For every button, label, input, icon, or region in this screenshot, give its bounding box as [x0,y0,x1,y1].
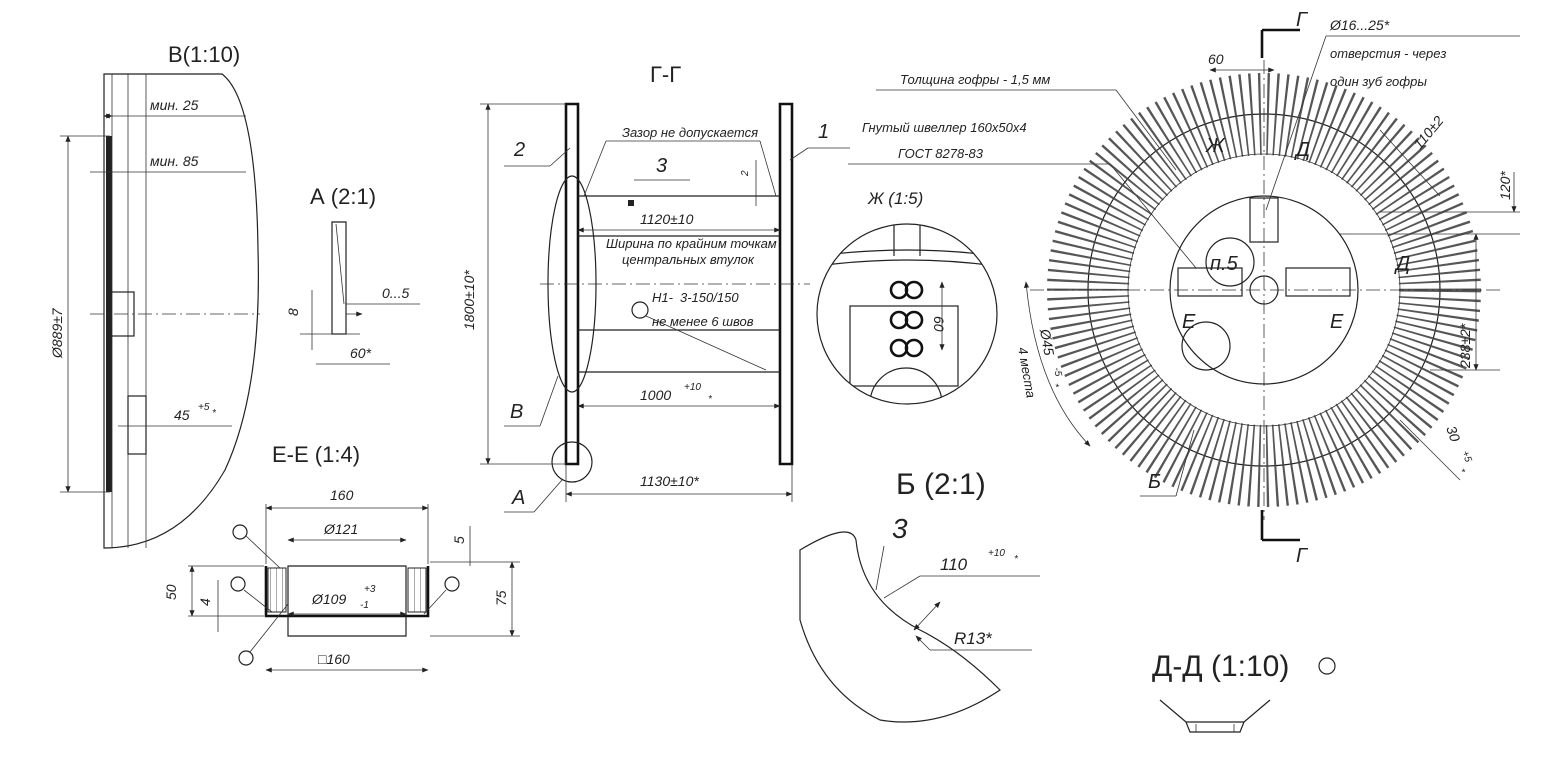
view-a-title: А (2:1) [310,184,376,209]
dim-b-r13: R13* [954,629,993,648]
label-zh: Ж [1205,135,1226,157]
dim-b-110: 110 [940,555,968,574]
detail-zh-title: Ж (1:5) [867,189,923,208]
v-weld-block [127,395,147,455]
dim-50: 50 [163,584,179,600]
weld-note-min: не менее 6 швов [652,314,754,329]
dim-30-star: * [1455,467,1467,475]
section-d-symbol [1318,657,1336,675]
note-holes-2: один зуб гофры [1330,74,1427,89]
view-a-detail: А (2:1) 0...5 8 60* [285,184,420,365]
weld-note-h1: Н1- [652,290,674,305]
dim-b-110-star: * [1014,554,1019,565]
dim-110-2: 110±2 [1410,113,1447,152]
note-width-2: центральных втулок [622,252,755,267]
callout-3-b: 3 [892,513,908,544]
view-v-detail: В(1:10) мин. 25 мин. 85 Ø889±7 45 +5 * [49,42,260,549]
section-e-e: Е-Е (1:4) 160 Ø121 Ø109 +3 -1 □160 50 4 … [163,442,520,673]
section-d-title: Д-Д (1:10) [1152,650,1289,683]
dim-d889: Ø889±7 [49,307,65,359]
label-e-right: Е [1330,311,1344,333]
v-detail-outline [103,73,259,549]
section-d-d: Д-Д (1:10) [1152,650,1336,733]
detail-b-outline [799,531,1001,723]
dim-30: 30 [1443,424,1463,444]
dim-45-tol: +5 [198,402,210,413]
item-5-bubble [1205,237,1255,287]
main-view: Толщина гофры - 1,5 мм Гнутый швеллер 16… [848,9,1520,567]
dim-1130: 1130±10* [640,473,699,489]
dim-5: 5 [451,536,467,544]
label-g-top: Г [1296,9,1309,31]
dim-60-star: 60* [350,345,372,361]
note-corrugation-thickness: Толщина гофры - 1,5 мм [900,72,1050,87]
note-4-places: 4 места [1015,346,1039,399]
callout-v: В [510,401,523,423]
dim-d16-25: Ø16...25* [1329,17,1390,33]
dim-main-60: 60 [1208,51,1224,67]
dim-zh-60: 60 [931,316,947,332]
detail-zh: Ж (1:5) 60 [816,189,998,405]
dim-d45-tol: -5 [1051,367,1063,378]
dim-4: 4 [197,598,213,606]
dim-120: 120* [1497,171,1513,200]
section-g-g: Г-Г 1800±10* 2 1 Зазор не допускается 3 … [461,62,850,513]
label-e-left: Е [1182,311,1196,333]
dim-1120: 1120±10 [640,211,694,227]
detail-b: Б (2:1) 3 110 +10 * R13* [799,468,1040,723]
section-g-title: Г-Г [650,62,681,87]
dim-75: 75 [493,590,509,606]
dim-d45: Ø45 [1037,327,1058,357]
dim-45-star: * [212,408,217,419]
callout-a-circle [551,441,593,483]
label-p5: п.5 [1210,253,1239,275]
dim-min-85: мин. 85 [150,153,199,169]
note-holes-1: отверстия - через [1330,46,1446,61]
dim-45: 45 [174,407,190,423]
callout-a: А [511,487,525,509]
dim-1800: 1800±10* [461,270,477,330]
label-d-right: Д [1394,253,1410,275]
dim-d109: Ø109 [311,591,346,607]
note-channel: Гнутый швеллер 160х50х4 [862,120,1027,135]
dim-30-tol: +5 [1459,449,1473,464]
dim-b-110-tol: +10 [988,548,1005,559]
dim-min-25: мин. 25 [150,97,199,113]
callout-2: 2 [513,139,525,161]
label-d-upper: Д [1294,139,1310,161]
view-v-title: В(1:10) [168,42,240,67]
dim-1000: 1000 [640,387,671,403]
left-flange [564,102,580,466]
section-e-title: Е-Е (1:4) [272,442,360,467]
note-gost: ГОСТ 8278-83 [898,146,984,161]
dim-d109-up: +3 [364,584,376,595]
label-g-bottom: Г [1296,545,1309,567]
callout-1: 1 [818,121,829,143]
note-gap: Зазор не допускается [622,125,758,140]
dim-d109-low: -1 [360,600,369,611]
dim-d45-star: * [1049,383,1061,390]
detail-b-title: Б (2:1) [896,468,986,501]
dim-8: 8 [285,308,301,316]
dim-1000-tol: +10 [684,382,701,393]
dim-sq160: □160 [318,651,350,667]
label-b: Б [1148,471,1161,493]
detail-zh-circle [816,223,998,405]
weld-note-pitch: 3-150/150 [680,290,739,305]
callout-3: 3 [656,155,667,177]
dim-0-5: 0...5 [382,285,409,301]
dim-d121: Ø121 [323,521,358,537]
dim-160-top: 160 [330,487,354,503]
dim-1000-star: * [708,394,713,405]
dim-238: 238±2* [1457,323,1473,369]
dim-2: 2 [740,170,751,177]
note-width-1: Ширина по крайним точкам [606,236,777,251]
callout-v-ellipse [547,175,597,393]
